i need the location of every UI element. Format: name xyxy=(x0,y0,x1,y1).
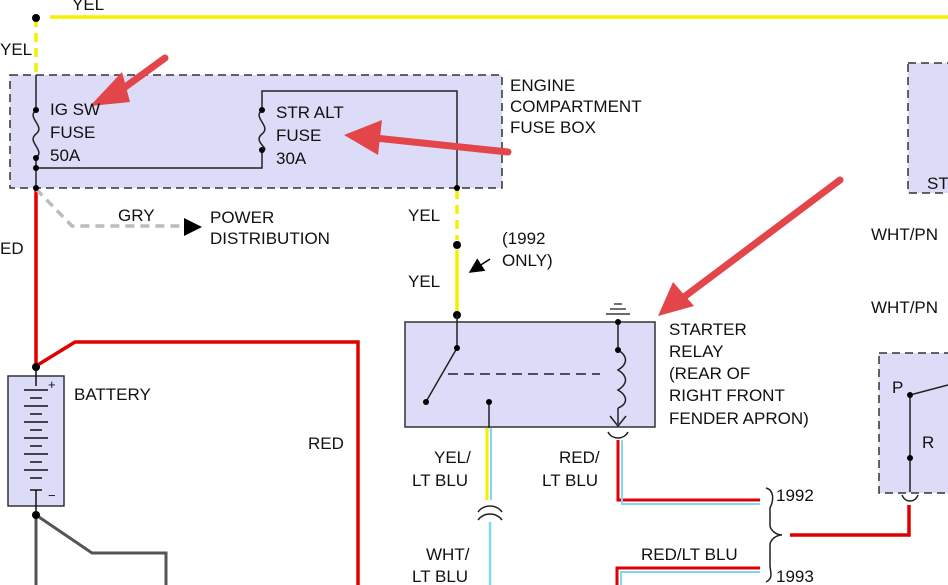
year-note-label-1: (1992 xyxy=(502,229,545,248)
gry-wire xyxy=(34,187,185,228)
annotation-arrow-starter-relay xyxy=(676,176,844,304)
red-mid-label: RED xyxy=(308,434,344,453)
battery-plus-label: + xyxy=(48,377,56,392)
year-note-pointer xyxy=(468,258,491,273)
red-lt-blu-1993-label: RED/LT BLU xyxy=(641,545,738,564)
relay-coil-symbol xyxy=(616,349,627,409)
wht-lt-blu-label-2: LT BLU xyxy=(412,567,468,585)
power-distribution-label-2: DISTRIBUTION xyxy=(210,229,330,248)
st-partial-label: ST xyxy=(927,174,948,193)
battery-label: BATTERY xyxy=(74,385,151,404)
power-distribution-label-1: POWER xyxy=(210,208,274,227)
year-note-label-2: ONLY) xyxy=(502,251,553,270)
p-label: P xyxy=(892,378,903,397)
annotation-arrow-str-alt xyxy=(371,134,512,156)
ig-sw-fuse-symbol xyxy=(32,109,40,159)
yel-upper-label: YEL xyxy=(408,206,440,225)
red-lt-blu-wire-red xyxy=(616,440,760,502)
fuse-box-outline xyxy=(9,74,503,189)
red-wire-to-switch xyxy=(790,505,911,537)
str-alt-fuse-symbol xyxy=(258,109,266,151)
starter-relay-internals xyxy=(423,303,630,439)
yel-left-label: YEL xyxy=(0,40,32,59)
fuse-box-internals xyxy=(32,75,460,191)
red-wire-loop xyxy=(35,340,360,585)
battery-minus-label: − xyxy=(48,488,56,503)
junction-dot-top xyxy=(32,14,40,22)
relay-switch-contact xyxy=(426,347,458,401)
fuse-box-label-1: ENGINE xyxy=(510,76,575,95)
annotation-arrows xyxy=(90,54,844,316)
year-1993-label: 1993 xyxy=(776,567,814,585)
red-lt-blu-1993-red xyxy=(615,566,760,585)
yel-lt-blu-label-1: YEL/ xyxy=(434,448,471,467)
str-alt-fuse-label-3: 30A xyxy=(276,149,307,168)
right-switch-box xyxy=(878,352,948,494)
ig-sw-fuse-label-3: 50A xyxy=(50,146,81,165)
starter-relay-label-2: RELAY xyxy=(669,342,724,361)
right-switch-internals xyxy=(901,384,948,502)
wires xyxy=(34,15,948,585)
starter-relay-label-4: RIGHT FRONT xyxy=(669,386,785,405)
wht-lt-blu-label-1: WHT/ xyxy=(426,545,470,564)
ig-sw-fuse-label-2: FUSE xyxy=(50,123,95,142)
junction-dot-1992 xyxy=(453,241,461,249)
battery-box xyxy=(7,375,65,507)
red-lt-blu-label-2: LT BLU xyxy=(542,471,598,490)
red-lt-blu-label-1: RED/ xyxy=(559,448,600,467)
yel-lower-label: YEL xyxy=(408,272,440,291)
gry-label: GRY xyxy=(118,206,155,225)
starter-relay-label-1: STARTER xyxy=(669,320,747,339)
battery-ground-branch xyxy=(35,513,168,585)
str-alt-fuse-label-1: STR ALT xyxy=(276,103,344,122)
fuse-box-label-2: COMPARTMENT xyxy=(510,97,642,116)
yel-top-label: YEL xyxy=(72,0,104,14)
junction-dot-battery-neg xyxy=(32,511,40,519)
year-bracket xyxy=(765,487,783,583)
red-left-label: ED xyxy=(0,239,24,258)
r-label: R xyxy=(922,433,934,452)
yel-lt-blu-label-2: LT BLU xyxy=(412,471,468,490)
fuse-box-label-3: FUSE BOX xyxy=(510,118,596,137)
year-1992-label: 1992 xyxy=(776,486,814,505)
wht-pn-label-2: WHT/PN xyxy=(871,298,938,317)
junction-dot-battery-pos xyxy=(32,363,40,371)
red-lt-blu-1993-blue xyxy=(620,571,760,585)
right-top-component-box xyxy=(907,62,948,194)
wht-pn-label-1: WHT/PN xyxy=(871,225,938,244)
battery-cells xyxy=(24,368,48,514)
power-distribution-arrow xyxy=(184,218,202,236)
inline-connector xyxy=(477,505,503,521)
starter-relay-label-3: (REAR OF xyxy=(669,364,750,383)
str-alt-fuse-label-2: FUSE xyxy=(276,126,321,145)
ig-sw-fuse-label-1: IG SW xyxy=(50,100,100,119)
starter-relay-label-5: FENDER APRON) xyxy=(669,409,809,428)
red-lt-blu-wire-blue xyxy=(621,440,760,505)
